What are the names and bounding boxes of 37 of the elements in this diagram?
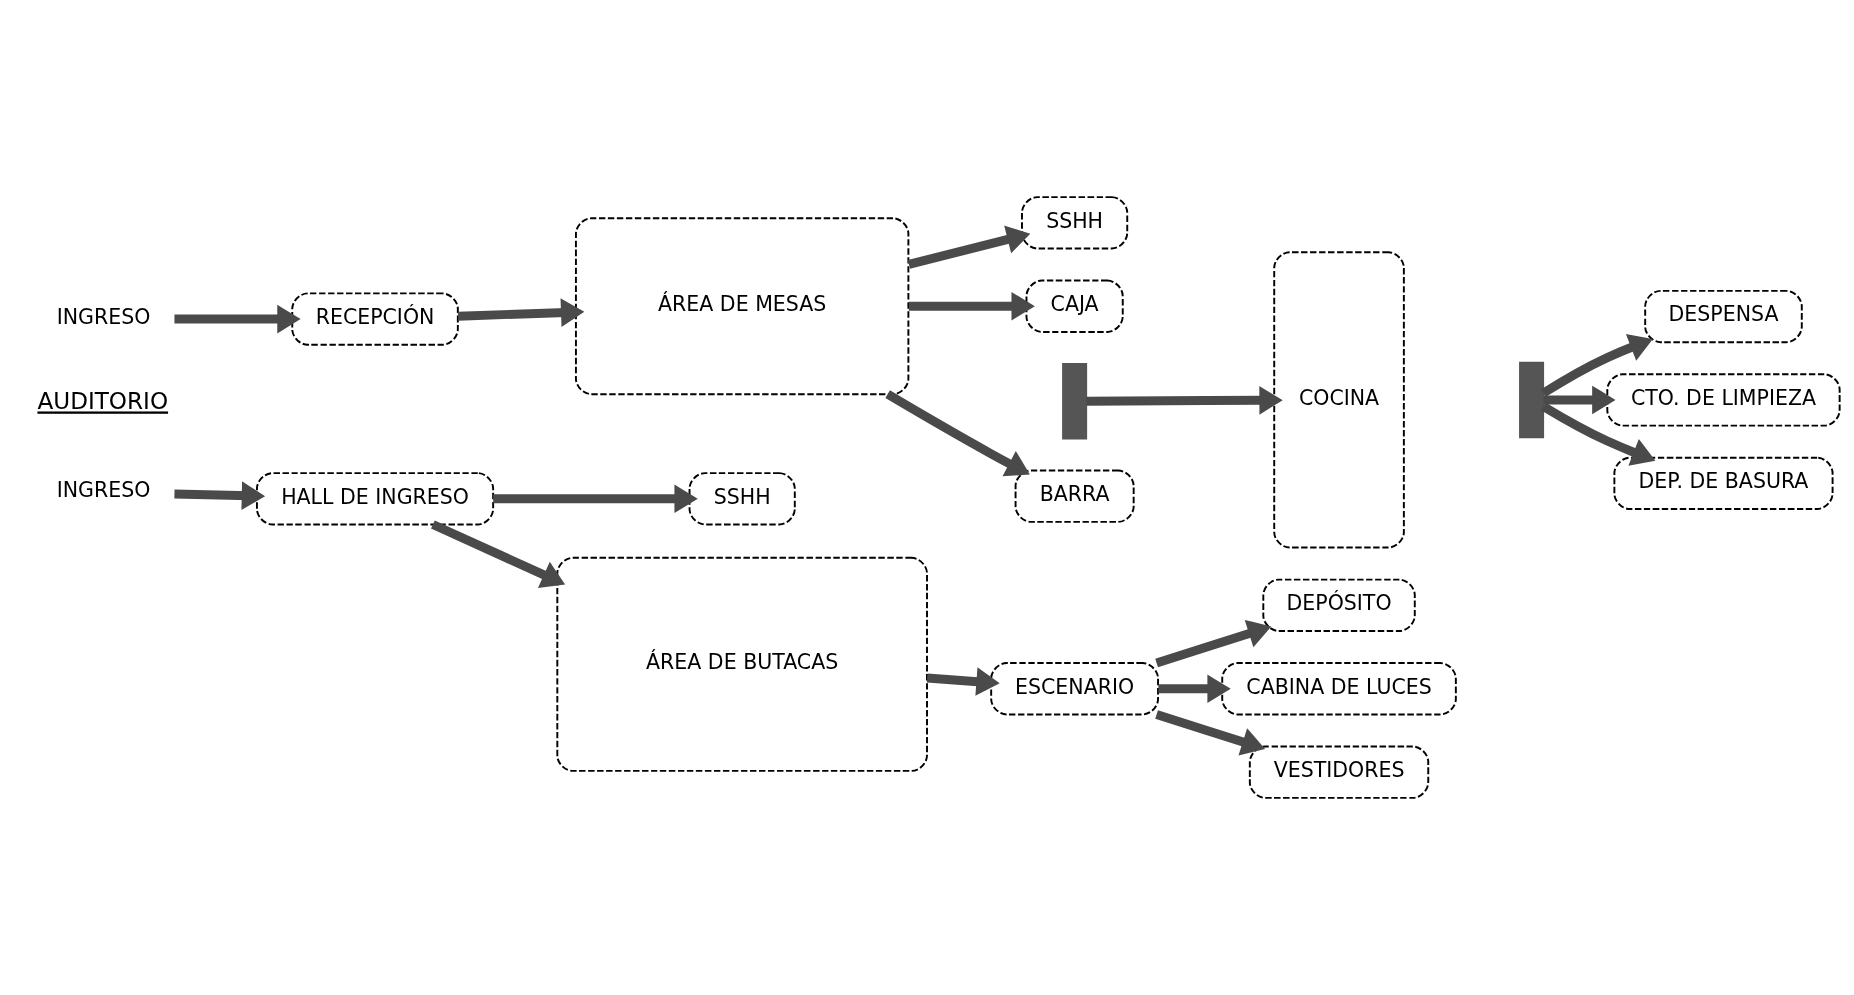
node-bar — [1519, 361, 1545, 439]
node-box: ÁREA DE BUTACAS — [556, 556, 928, 772]
node-box: DEPÓSITO — [1262, 578, 1416, 632]
arrow — [908, 291, 1035, 321]
arrow — [1158, 674, 1231, 704]
node-box: SSHH — [688, 472, 796, 526]
node-box: VESTIDORES — [1248, 745, 1430, 799]
arrow — [431, 520, 566, 588]
arrow — [1155, 619, 1272, 668]
arrow — [1540, 402, 1656, 466]
arrow — [1155, 710, 1266, 756]
arrow — [174, 481, 266, 510]
arrow — [493, 484, 698, 514]
arrow — [458, 298, 585, 327]
arrow — [174, 304, 301, 334]
node-box: CAJA — [1025, 279, 1124, 333]
arrow — [1543, 385, 1616, 415]
arrow — [1540, 334, 1653, 398]
arrow — [1086, 386, 1283, 415]
arrow — [907, 225, 1031, 269]
arrow — [885, 390, 1030, 477]
label: AUDITORIO — [37, 388, 169, 415]
node-text: INGRESO — [56, 304, 151, 329]
node-box: SSHH — [1021, 196, 1129, 250]
node-box: RECEPCIÓN — [291, 292, 459, 346]
node-box: DESPENSA — [1644, 289, 1803, 344]
node-box: ESCENARIO — [990, 662, 1159, 716]
node-box: DEP. DE BASURA — [1613, 456, 1834, 510]
node-box: ÁREA DE MESAS — [574, 217, 910, 396]
node-box: CABINA DE LUCES — [1221, 662, 1457, 716]
node-box: COCINA — [1273, 251, 1405, 549]
node-box: BARRA — [1014, 469, 1135, 523]
node-box: CTO. DE LIMPIEZA — [1606, 373, 1841, 427]
node-bar — [1062, 363, 1088, 440]
node-box: HALL DE INGRESO — [256, 472, 495, 526]
arrow — [926, 667, 1000, 696]
node-text: INGRESO — [56, 478, 151, 503]
